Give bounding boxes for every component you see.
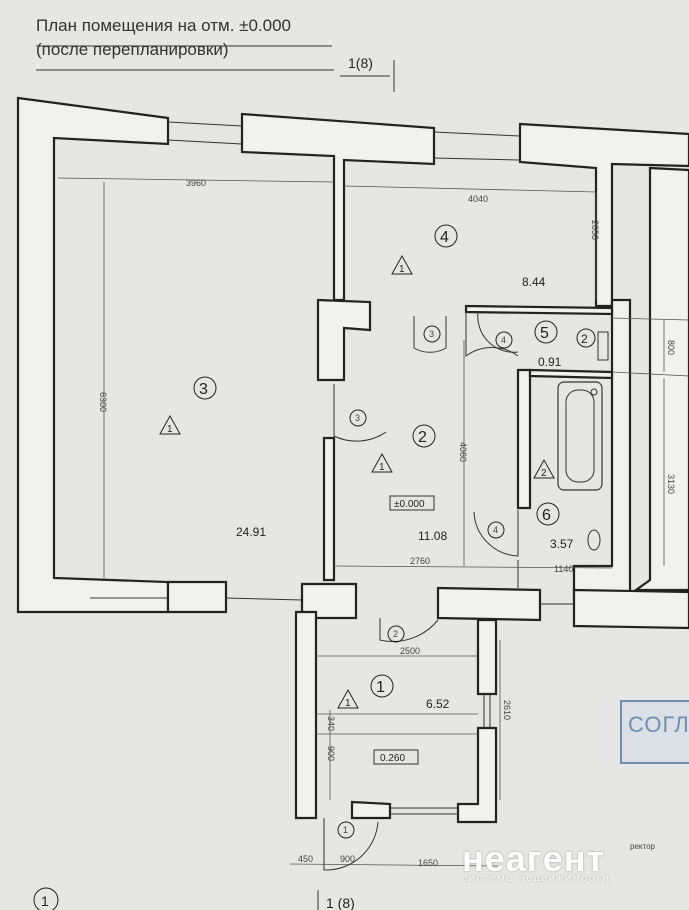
door-1: 1 — [343, 825, 348, 835]
entrance-wall-left — [294, 610, 318, 820]
partition-3-2 — [316, 298, 372, 382]
dim-2760: 2760 — [410, 556, 430, 566]
window-pier — [166, 580, 228, 614]
dim-2050: 2050 — [590, 220, 600, 240]
room-3-number: 3 — [199, 381, 208, 398]
partition-3-2-lower — [322, 436, 336, 582]
dim-340: 340 — [326, 716, 336, 731]
partition-wc — [528, 368, 614, 380]
outer-wall-far-right — [632, 166, 689, 592]
door-3-a: 3 — [429, 329, 434, 339]
level-box-entrance — [373, 749, 419, 765]
dim-2610: 2610 — [502, 700, 512, 720]
sink — [597, 331, 609, 361]
entrance-wall-right-low — [456, 726, 498, 824]
room-4-area: 8.44 — [522, 275, 546, 289]
door-number-circles — [337, 325, 513, 839]
marker-6: 2 — [541, 468, 547, 479]
room-3-circle — [193, 376, 217, 400]
level-entrance: 0.260 — [380, 753, 405, 764]
door-2: 2 — [393, 629, 398, 639]
marker-5-circle — [576, 328, 596, 348]
room-6-area: 3.57 — [550, 537, 574, 551]
room-1-area: 6.52 — [426, 697, 450, 711]
dim-450: 450 — [298, 854, 313, 864]
room-1-number: 1 — [376, 679, 385, 696]
room-2-area: 11.08 — [418, 529, 447, 543]
windows — [90, 121, 574, 815]
dim-4040: 4040 — [468, 194, 488, 204]
entrance-wall-right — [476, 618, 498, 696]
section-mark-top: 1(8) — [348, 55, 373, 71]
plan-title: План помещения на отм. ±0.000 — [36, 16, 292, 35]
outer-wall-left — [16, 96, 170, 614]
room-5-circle — [534, 320, 558, 344]
axis-circle — [33, 887, 59, 910]
finish-lines — [57, 177, 689, 867]
outer-wall-bottom-right — [572, 588, 689, 630]
door-4-b: 4 — [493, 525, 498, 535]
stamp-director: ректор — [630, 842, 655, 851]
marker-4: 1 — [399, 264, 405, 275]
room-6-number: 6 — [542, 507, 551, 524]
marker-1: 1 — [345, 698, 351, 709]
dim-1140: 1140 — [554, 564, 573, 574]
dim-1650: 1650 — [418, 858, 438, 868]
room-4-circle — [434, 224, 458, 248]
partition-4-2 — [464, 304, 614, 316]
level-box-main — [389, 495, 435, 511]
dim-800: 800 — [666, 340, 676, 355]
door-4-a: 4 — [501, 335, 506, 345]
room-4-number: 4 — [440, 229, 449, 246]
dim-900: 900 — [340, 854, 355, 864]
outer-wall-top-mid — [240, 112, 436, 302]
bath-drain — [590, 388, 598, 396]
wall-bottom-left — [300, 582, 358, 620]
dim-6300: 6300 — [98, 392, 108, 412]
dim-900-vertical: 900 — [326, 746, 336, 761]
room-5-number: 5 — [540, 325, 549, 342]
neagent-logo: неагент — [462, 838, 606, 879]
partition-bath — [516, 368, 532, 510]
section-mark-bottom: 1 (8) — [326, 895, 355, 910]
bathtub — [557, 381, 603, 491]
approval-stamp — [620, 700, 689, 764]
marker-2: 1 — [379, 462, 385, 473]
wall-bottom-mid — [436, 586, 542, 622]
room-1-circle — [370, 674, 394, 698]
doors — [323, 311, 519, 871]
marker-3: 1 — [167, 424, 173, 435]
entrance-wall-bottom — [350, 800, 392, 820]
room-3-area: 24.91 — [236, 525, 266, 539]
stamp-text: СОГЛ — [628, 712, 689, 737]
dim-2500: 2500 — [400, 646, 420, 656]
room-5-area: 0.91 — [538, 355, 562, 369]
plan-subtitle: (после перепланировки) — [36, 40, 229, 59]
room-2-number: 2 — [418, 429, 427, 446]
dim-3130: 3130 — [666, 474, 676, 494]
dim-3960: 3960 — [186, 178, 206, 188]
axis-label: 1 — [41, 893, 49, 909]
bathtub-inner — [565, 389, 595, 483]
dim-4060: 4060 — [458, 442, 468, 462]
room-6-circle — [536, 502, 560, 526]
toilet — [587, 529, 601, 551]
marker-5: 2 — [581, 332, 588, 346]
triangle-markers — [159, 254, 555, 709]
door-3-b: 3 — [355, 413, 360, 423]
level-main: ±0.000 — [394, 499, 425, 510]
neagent-tagline: система недвижимости — [462, 873, 611, 884]
room-2-circle — [412, 424, 436, 448]
